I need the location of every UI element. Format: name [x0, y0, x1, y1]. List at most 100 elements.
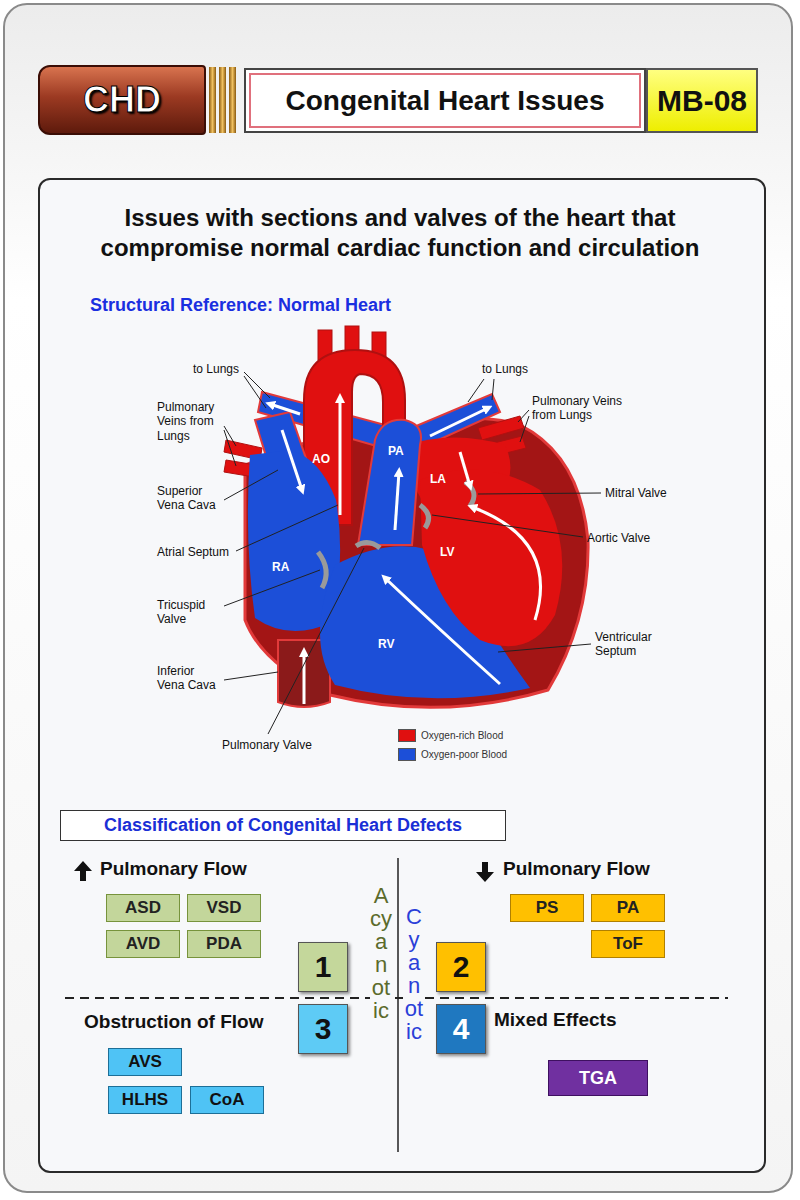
flow-arrow — [430, 408, 488, 436]
defect-box: ToF — [591, 930, 665, 958]
flow-arrow — [385, 578, 500, 684]
aortic-valve — [420, 505, 429, 528]
diagram-title: Issues with sections and valves of the h… — [60, 203, 740, 263]
section-title-box: Classification of Congenital Heart Defec… — [60, 810, 506, 841]
leader-line — [432, 515, 583, 537]
quadrant-heading: Pulmonary Flow — [100, 858, 247, 881]
defect-box: HLHS — [108, 1086, 182, 1114]
axis-label: Acyanotic — [370, 884, 392, 1023]
chamber-label: RA — [272, 560, 289, 574]
node-text: HLHS — [122, 1090, 168, 1110]
node-text: Congenital Heart Issues — [286, 85, 605, 117]
header-stripe — [209, 67, 216, 133]
legend-item: Oxygen-poor Blood — [398, 748, 507, 761]
legend-text: Oxygen-rich Blood — [421, 730, 503, 741]
part-label: Pulmonary Valve — [222, 738, 312, 752]
node-text: 1 — [315, 950, 332, 984]
legend-text: Oxygen-poor Blood — [421, 749, 507, 760]
leader-line — [268, 548, 364, 734]
pulmonary-valve — [356, 542, 380, 548]
flow-arrow — [460, 452, 470, 486]
chamber-label: AO — [312, 452, 330, 466]
part-label: Ventricular Septum — [595, 630, 670, 659]
axis-label: Cyanotic — [403, 905, 425, 1044]
node-text: ASD — [125, 898, 161, 918]
leader-line — [224, 470, 278, 500]
defect-box: PS — [510, 894, 584, 922]
legend-swatch — [398, 729, 416, 742]
heart-body — [245, 419, 588, 708]
flow-arrow — [303, 652, 306, 704]
chamber-label: LV — [440, 545, 454, 559]
quadrant-divider — [65, 997, 728, 999]
leader-lines — [224, 372, 601, 734]
flow-arrow — [282, 430, 302, 490]
defect-box: AVD — [106, 930, 180, 958]
defect-box: VSD — [187, 894, 261, 922]
defect-box: TGA — [548, 1060, 648, 1096]
leader-line — [478, 493, 601, 494]
up-arrow-symbol — [74, 861, 92, 881]
node-text: 3 — [315, 1012, 332, 1046]
legend-item: Oxygen-rich Blood — [398, 729, 503, 742]
flow-arrow — [472, 507, 541, 620]
chamber-label: RV — [378, 637, 394, 651]
node-text: TGA — [579, 1068, 617, 1089]
flow-arrow — [339, 398, 342, 515]
leader-line — [236, 505, 338, 551]
section-heading: Structural Reference: Normal Heart — [90, 295, 391, 317]
node-text: MB-08 — [657, 84, 747, 118]
part-label: to Lungs — [193, 362, 239, 376]
header-title-box: Congenital Heart Issues — [244, 68, 646, 133]
quadrant-heading: Obstruction of Flow — [84, 1011, 263, 1034]
left-ventricle — [420, 470, 562, 647]
legend-swatch — [398, 748, 416, 761]
header-stripe — [229, 67, 236, 133]
pulmonary-trunk — [358, 420, 421, 545]
down-arrow-symbol — [476, 862, 494, 882]
flow-arrow — [395, 472, 399, 530]
quadrant-heading: Pulmonary Flow — [503, 858, 650, 881]
node-text: CHD — [83, 79, 161, 121]
part-label: Pulmonary Veins from Lungs — [532, 394, 644, 423]
node-text: 2 — [453, 950, 470, 984]
leader-line — [498, 644, 591, 652]
node-text: 4 — [453, 1012, 470, 1046]
leader-line — [468, 379, 484, 402]
node-text: AVS — [128, 1052, 162, 1072]
part-label: Superior Vena Cava — [157, 484, 221, 513]
leader-line — [492, 379, 494, 400]
quadrant-heading: Mixed Effects — [494, 1009, 616, 1032]
leader-line — [224, 430, 236, 466]
node-text: CoA — [210, 1090, 245, 1110]
header-code-box: MB-08 — [646, 68, 758, 133]
node-text: PS — [536, 898, 559, 918]
leader-line — [224, 570, 320, 606]
quadrant-number: 2 — [436, 942, 486, 992]
chamber-label: PA — [388, 444, 404, 458]
part-label: Tricuspid Valve — [157, 598, 221, 627]
part-label: to Lungs — [482, 362, 528, 376]
flow-arrows — [270, 398, 541, 704]
heart-drawing — [224, 326, 588, 707]
part-label: Pulmonary Veins from Lungs — [157, 400, 221, 443]
quadrant-number: 4 — [436, 1004, 486, 1054]
part-label: Inferior Vena Cava — [157, 664, 221, 693]
part-label: Atrial Septum — [157, 545, 229, 559]
node-text: ToF — [613, 934, 643, 954]
defect-box: PA — [591, 894, 665, 922]
defect-box: AVS — [108, 1048, 182, 1076]
quadrant-number: 1 — [298, 942, 348, 992]
defect-box: ASD — [106, 894, 180, 922]
defect-box: CoA — [190, 1086, 264, 1114]
node-text: PA — [617, 898, 639, 918]
leader-line — [520, 416, 529, 442]
leader-line — [244, 376, 266, 408]
part-label: Aortic Valve — [587, 531, 650, 545]
quadrant-divider — [397, 858, 399, 1152]
leader-line — [224, 672, 278, 680]
node-text: PDA — [206, 934, 242, 954]
flow-arrow — [270, 404, 300, 414]
part-label: Mitral Valve — [605, 486, 667, 500]
